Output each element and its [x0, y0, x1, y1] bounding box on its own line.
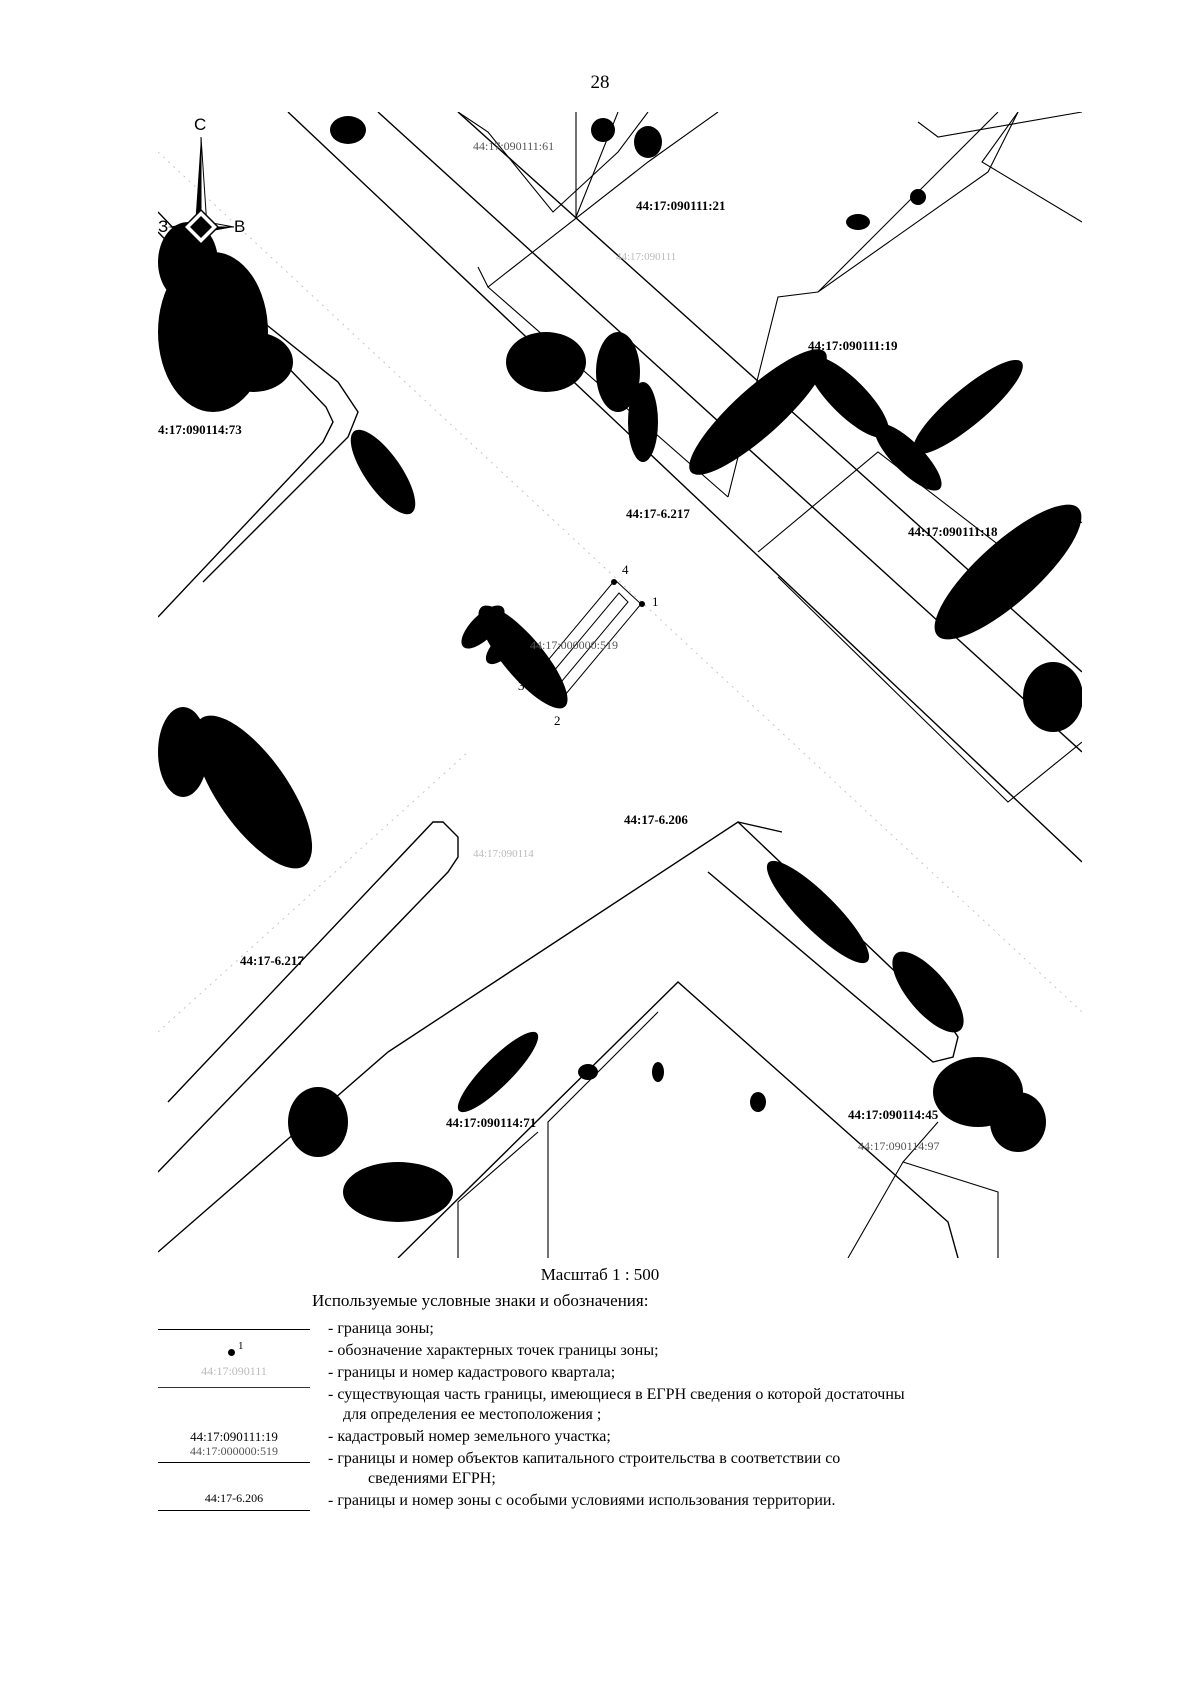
legend-desc: - кадастровый номер земельного участка;	[328, 1428, 611, 1445]
parcel-label: 44:17:090111:18	[908, 524, 998, 539]
legend-desc-line: - границы и номер объектов капитального …	[328, 1450, 841, 1467]
legend-row-parcel: 44:17:090111:19 - кадастровый номер земе…	[158, 1426, 1078, 1448]
compass-rose-icon	[168, 136, 235, 312]
legend-desc-line: для определения ее местоположения ;	[343, 1406, 602, 1423]
parcel-label: 44:17:090114:45	[848, 1107, 939, 1122]
parcel-label: 44:17:090111:21	[636, 198, 726, 213]
legend-oks-code: 44:17:000000:519	[189, 1444, 278, 1458]
legend-desc: - существующая часть границы, имеющиеся …	[328, 1385, 1088, 1425]
point-label-1: 1	[652, 594, 659, 609]
legend-symbol-oks: 44:17:000000:519	[158, 1444, 310, 1470]
legend-desc: - границы и номер объектов капитального …	[328, 1449, 1088, 1489]
zone-label: 44:17-6.217	[222, 368, 286, 383]
legend-symbol-parcel: 44:17:090111:19	[158, 1426, 310, 1448]
legend-title: Используемые условные знаки и обозначени…	[312, 1291, 649, 1310]
legend-desc-line: - существующая часть границы, имеющиеся …	[328, 1386, 905, 1403]
legend-symbol-zouit: 44:17-6.206	[158, 1490, 310, 1512]
parcel-label: 44:17:090111:19	[808, 338, 898, 353]
legend-row-zouit: 44:17-6.206 - границы и номер зоны с осо…	[158, 1490, 1078, 1512]
building-label: 44:17:000000:519	[530, 638, 618, 652]
parcel-boundaries	[457, 112, 1082, 1258]
legend-symbol-existing	[158, 1384, 310, 1406]
page-number: 28	[590, 72, 610, 93]
quarter-label: 44:17:090114	[473, 848, 534, 860]
legend-symbol-point: 1	[158, 1340, 310, 1362]
legend-row-points: 1 - обозначение характерных точек границ…	[158, 1340, 1078, 1362]
legend-desc: - обозначение характерных точек границы …	[328, 1342, 659, 1359]
legend-desc: - границы и номер зоны с особыми условия…	[328, 1492, 836, 1509]
legend-row-oks: 44:17:000000:519 - границы и номер объек…	[158, 1444, 1078, 1490]
legend-row-existing: - существующая часть границы, имеющиеся …	[158, 1384, 1078, 1426]
legend-point-number: 1	[238, 1340, 244, 1352]
compass-west: З	[158, 217, 168, 236]
legend-symbol-line	[158, 1318, 310, 1340]
legend-desc: - границы и номер кадастрового квартала;	[328, 1364, 616, 1381]
cadastral-map: 4 1 3 2 44:17:090111:61 44:17:090111:21 …	[158, 112, 1082, 1258]
legend: - граница зоны; 1 - обозначение характер…	[158, 1318, 1078, 1512]
point-dot-icon	[228, 1349, 235, 1356]
characteristic-points	[531, 579, 645, 705]
parcel-label: 4:17:090114:73	[158, 422, 242, 437]
parcel-label: 44:17:090111:61	[473, 139, 554, 153]
legend-parcel-code: 44:17:090111:19	[190, 1429, 278, 1444]
parcel-label: 44:17:090114:97	[858, 1139, 940, 1153]
legend-desc-line: сведениями ЕГРН;	[368, 1470, 496, 1487]
zone-label: 44:17-6.217	[240, 953, 304, 968]
legend-row-zone-border: - граница зоны;	[158, 1318, 1078, 1340]
map-scale: Масштаб 1 : 500	[540, 1265, 660, 1284]
legend-row-quarter: 44:17:090111 - границы и номер кадастров…	[158, 1362, 1078, 1384]
parcel-label: 44:17:090114:71	[446, 1115, 536, 1130]
legend-zouit-code: 44:17-6.206	[204, 1491, 264, 1505]
vegetation	[158, 116, 1082, 1222]
street-hatch	[158, 151, 1082, 1033]
point-label-4: 4	[622, 562, 629, 577]
legend-desc: - граница зоны;	[328, 1320, 434, 1337]
point-label-2: 2	[554, 713, 561, 728]
zone-label: 44:17-6.206	[624, 812, 688, 827]
compass-east: В	[234, 217, 245, 236]
legend-symbol-quarter: 44:17:090111	[158, 1362, 310, 1384]
zone-boundaries	[158, 112, 1082, 1258]
quarter-label: 44:17:090111	[616, 251, 676, 263]
zone-label: 44:17-6.217	[626, 506, 690, 521]
compass-north: С	[194, 115, 206, 134]
legend-quarter-code: 44:17:090111	[201, 1364, 267, 1378]
point-label-3: 3	[518, 678, 525, 693]
